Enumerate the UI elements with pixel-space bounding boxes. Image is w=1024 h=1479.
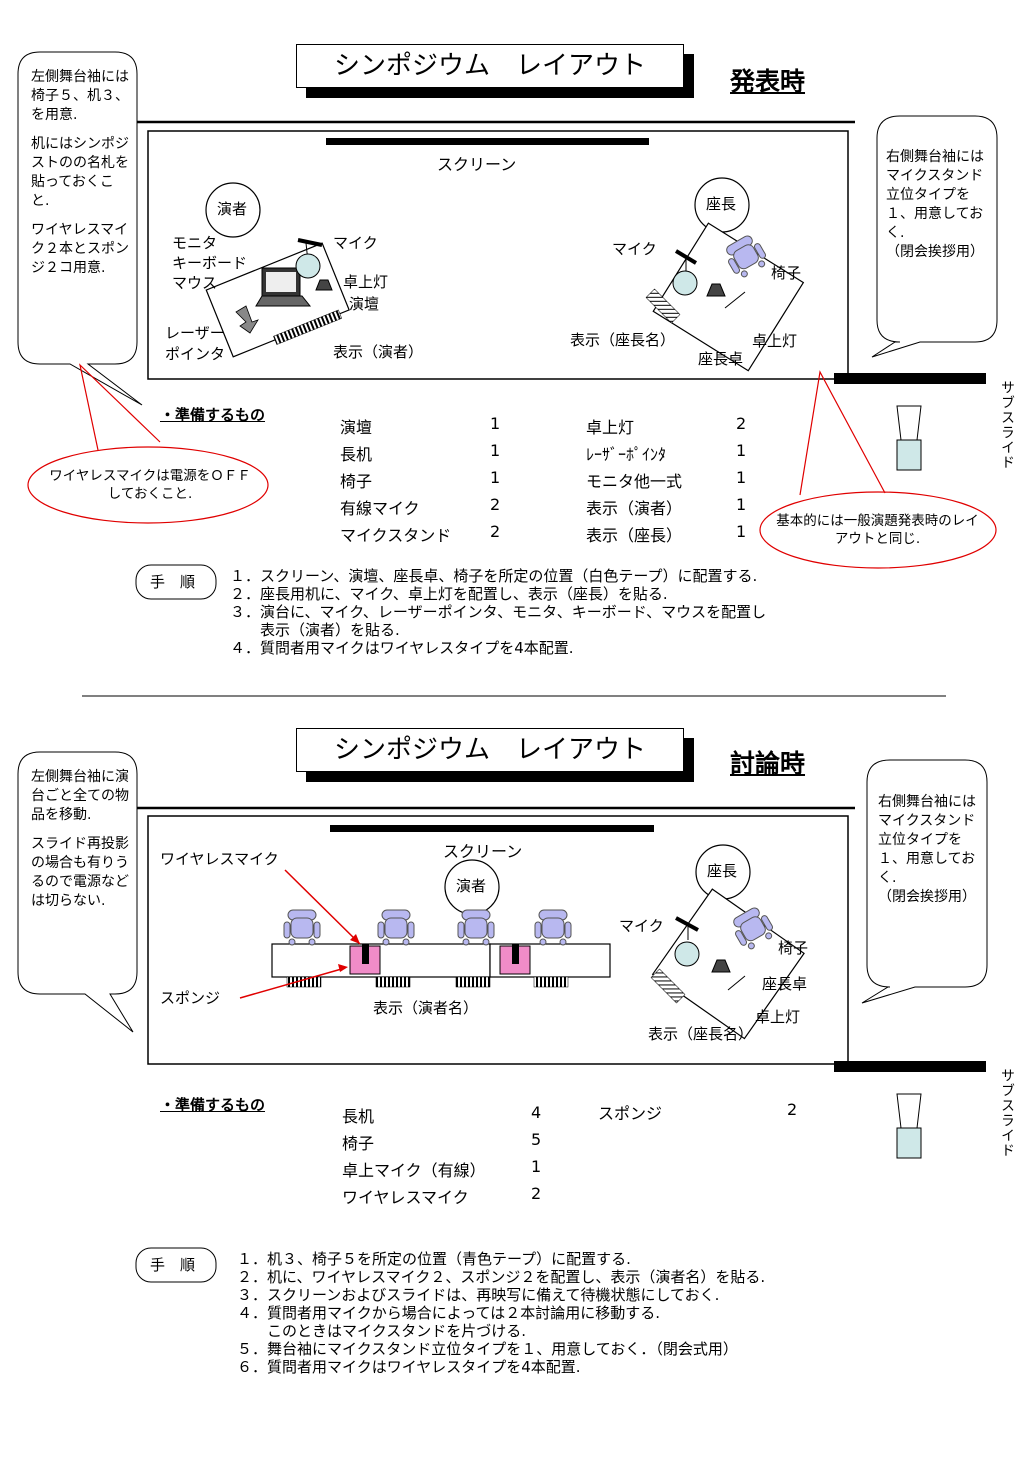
- mode-label-presentation: 発表時: [730, 67, 806, 96]
- sub-slide-bar: [834, 373, 986, 384]
- sponge-label: スポンジ: [160, 989, 221, 1007]
- lamp-label-2: 卓上灯: [755, 1008, 801, 1026]
- left-note-bubble: [17, 51, 143, 406]
- screen-label: スクリーン: [437, 155, 517, 174]
- mic-label-right: マイク: [612, 240, 657, 258]
- left-note-line: 机にはシンポジストのの名札を貼っておくこと.: [31, 136, 129, 209]
- lamp-label-right: 卓上灯: [752, 332, 798, 350]
- left-warning-ellipse: [27, 446, 269, 524]
- right-note-top: 右側舞台袖にはマイクスタンド立位タイプを１、用意しておく. （閉会挨拶用）: [886, 149, 984, 260]
- right-warning-text: 基本的には一般演題発表時のレイアウトと同じ.: [776, 513, 979, 547]
- step-line: １．机３、椅子５を所定の位置（青色テープ）に配置する.: [237, 1250, 631, 1268]
- lamp-label-left: 卓上灯: [343, 273, 389, 291]
- step-line: ５．舞台袖にマイクスタンド立位タイプを１、用意しておく．（閉会式用）: [237, 1340, 738, 1358]
- laser-label: レーザー: [165, 324, 225, 342]
- speaker-circle: [205, 182, 261, 238]
- screen-label-2: スクリーン: [443, 842, 523, 861]
- stage-area-2: [147, 815, 849, 1065]
- mouse-label: マウス: [172, 274, 218, 292]
- mode-label-discussion: 討論時: [730, 749, 806, 778]
- step-line: ３．スクリーンおよびスライドは、再映写に備えて待機状態にしておく.: [237, 1286, 720, 1304]
- procedure-steps-top: １．スクリーン、演壇、座長卓、椅子を所定の位置（白色テープ）に配置する. ２．座…: [230, 567, 766, 657]
- right-note-bubble: [871, 115, 998, 358]
- procedure-box-top: [135, 564, 217, 600]
- monitor-label: モニタ: [172, 234, 218, 252]
- chair-person-label: 座長: [706, 195, 737, 213]
- left-note-line: 左側舞台袖には椅子５、机３、を用意.: [31, 69, 129, 123]
- chair-label: 椅子: [771, 264, 802, 282]
- left-note-bubble-2: [17, 751, 138, 1033]
- pointer-label: ポインタ: [165, 345, 226, 363]
- procedure-steps-bottom: １．机３、椅子５を所定の位置（青色テープ）に配置する. ２．机に、ワイヤレスマイ…: [237, 1250, 765, 1376]
- right-note-bubble-2: [861, 759, 988, 1004]
- mic-label-left: マイク: [333, 234, 378, 252]
- wireless-mic-label: ワイヤレスマイク: [160, 850, 279, 868]
- speaker-label-2: 演者: [456, 877, 487, 895]
- step-line: ４．質問者用マイクから場合によっては２本討論用に移動する.: [237, 1304, 660, 1322]
- left-note-line: 左側舞台袖に演台ごと全ての物品を移動.: [31, 769, 129, 823]
- sub-slide-label-2: サブスライド: [999, 1068, 1015, 1158]
- page-title-top: シンポジウム レイアウト: [296, 44, 684, 88]
- step-line: ２．机に、ワイヤレスマイク２、スポンジ２を配置し、表示（演者名）を貼る.: [237, 1268, 766, 1286]
- keyboard-label: キーボード: [172, 254, 248, 272]
- step-line: ４．質問者用マイクはワイヤレスタイプを4本配置.: [230, 639, 574, 657]
- right-note-bottom: 右側舞台袖にはマイクスタンド立位タイプを１、用意しておく. （閉会挨拶用）: [878, 794, 976, 905]
- right-warning-ellipse: [759, 491, 997, 569]
- chair-person-label-2: 座長: [707, 862, 738, 880]
- chair-desk-label: 座長卓: [698, 350, 744, 368]
- step-line: ２．座長用机に、マイク、卓上灯を配置し、表示（座長）を貼る.: [230, 585, 668, 603]
- sign-chair-label: 表示（座長名）: [570, 331, 676, 349]
- chair-desk-label-2: 座長卓: [762, 975, 808, 993]
- step-line: 表示（演者）を貼る.: [230, 621, 400, 639]
- prep-heading-2: ・準備するもの: [160, 1096, 266, 1114]
- screen-bar: [326, 138, 649, 145]
- sign-speaker-name-label: 表示（演者名）: [373, 999, 479, 1017]
- laptop-icon: [255, 267, 312, 307]
- left-note-bottom: 左側舞台袖に演台ごと全ての物品を移動. スライド再投影の場合も有りうるので電源な…: [31, 768, 131, 921]
- step-line: ６．質問者用マイクはワイヤレスタイプを4本配置.: [237, 1358, 581, 1376]
- left-note-line: ワイヤレスマイク２本とスポンジ２コ用意.: [31, 222, 129, 276]
- page-title-bottom: シンポジウム レイアウト: [296, 728, 684, 772]
- chair-label-2: 椅子: [778, 939, 809, 957]
- procedure-label-2: 手 順: [150, 1256, 196, 1274]
- sign-chair-label-2: 表示（座長名）: [648, 1025, 754, 1043]
- left-note-top: 左側舞台袖には椅子５、机３、を用意. 机にはシンポジストのの名札を貼っておくこと…: [31, 68, 131, 288]
- left-note-line: スライド再投影の場合も有りうるので電源などは切らない.: [31, 836, 129, 909]
- sub-slide-label: サブスライド: [999, 380, 1015, 470]
- step-line: ３．演台に、マイク、レーザーポインタ、モニタ、キーボード、マウスを配置し: [230, 603, 767, 621]
- left-warning-text: ワイヤレスマイクは電源をＯＦＦしておくこと.: [49, 468, 251, 502]
- step-line: このときはマイクスタンドを片づける.: [237, 1322, 527, 1340]
- speaker-label: 演者: [217, 200, 248, 218]
- list-item: 表示（座長）1: [586, 522, 747, 545]
- mic-label-2: マイク: [619, 917, 664, 935]
- list-item: 表示（演者）1: [586, 495, 747, 518]
- lectern-label: 演壇: [349, 295, 380, 313]
- prep-heading: ・準備するもの: [160, 406, 266, 424]
- list-item: 卓上マイク（有線）1: [342, 1157, 542, 1180]
- stage-area: [147, 130, 849, 380]
- procedure-label: 手 順: [150, 573, 196, 591]
- step-line: １．スクリーン、演壇、座長卓、椅子を所定の位置（白色テープ）に配置する.: [230, 567, 758, 585]
- sign-speaker-label: 表示（演者）: [333, 343, 424, 361]
